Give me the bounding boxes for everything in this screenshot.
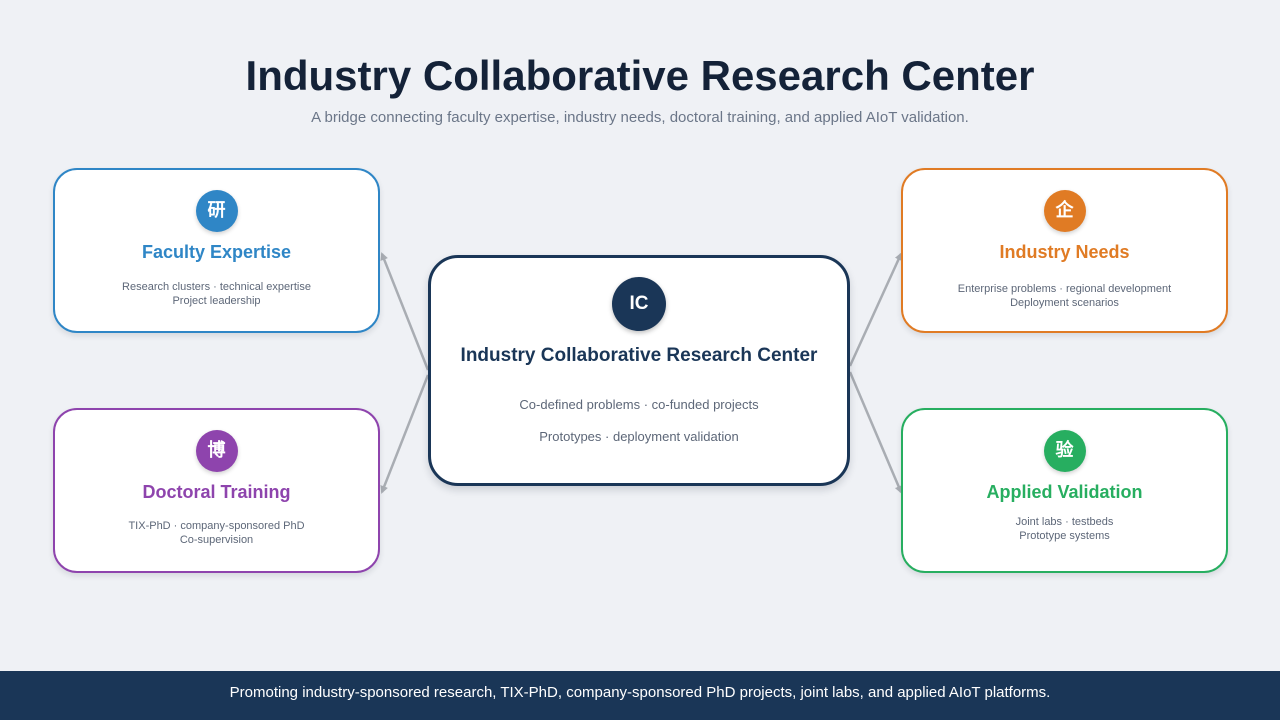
faculty-line-1: Research clusters · technical expertise — [122, 281, 311, 293]
industry-description: Enterprise problems · regional developme… — [903, 282, 1226, 310]
page-title: Industry Collaborative Research Center — [245, 52, 1035, 99]
page-subtitle: A bridge connecting faculty expertise, i… — [311, 109, 969, 126]
arrow-doctoral — [380, 374, 430, 494]
applied-title: Applied Validation — [986, 482, 1143, 502]
arrow-applied — [848, 371, 903, 494]
doctoral-line-2: Co-supervision — [179, 534, 254, 546]
footer-text: Promoting industry-sponsored research, T… — [229, 684, 1051, 701]
faculty-expertise-card: 研 Faculty Expertise Research clusters · … — [53, 168, 380, 333]
industry-title: Industry Needs — [999, 242, 1130, 262]
center-hub-card: IC Industry Collaborative Research Cente… — [428, 255, 850, 486]
doctoral-training-card: 博 Doctoral Training TIX-PhD · company-sp… — [53, 408, 380, 573]
industry-badge-icon: 企 — [1043, 190, 1086, 232]
applied-description: Joint labs · testbeds Prototype systems — [903, 515, 1226, 543]
doctoral-line-1: TIX-PhD · company-sponsored PhD — [128, 520, 305, 532]
doctoral-description: TIX-PhD · company-sponsored PhD Co-super… — [55, 519, 378, 547]
applied-validation-card: 验 Applied Validation Joint labs · testbe… — [901, 408, 1228, 573]
arrow-faculty — [380, 252, 430, 371]
doctoral-badge-icon: 博 — [195, 430, 238, 472]
industry-line-1: Enterprise problems · regional developme… — [957, 283, 1172, 295]
doctoral-title: Doctoral Training — [142, 482, 291, 502]
center-title: Industry Collaborative Research Center — [460, 345, 818, 366]
center-line-1: Co-defined problems · co-funded projects — [519, 397, 759, 412]
footer-banner: Promoting industry-sponsored research, T… — [0, 671, 1280, 720]
faculty-description: Research clusters · technical expertise … — [55, 280, 378, 308]
faculty-badge-icon: 研 — [195, 190, 238, 232]
industry-line-2: Deployment scenarios — [1010, 297, 1119, 309]
faculty-line-2: Project leadership — [172, 295, 261, 307]
applied-line-1: Joint labs · testbeds — [1015, 516, 1114, 528]
arrow-industry — [848, 252, 903, 367]
applied-line-2: Prototype systems — [1019, 530, 1110, 542]
center-badge-icon: IC — [612, 277, 666, 331]
industry-needs-card: 企 Industry Needs Enterprise problems · r… — [901, 168, 1228, 333]
faculty-title: Faculty Expertise — [141, 242, 292, 262]
applied-badge-icon: 验 — [1043, 430, 1086, 472]
center-line-2: Prototypes · deployment validation — [539, 429, 739, 444]
